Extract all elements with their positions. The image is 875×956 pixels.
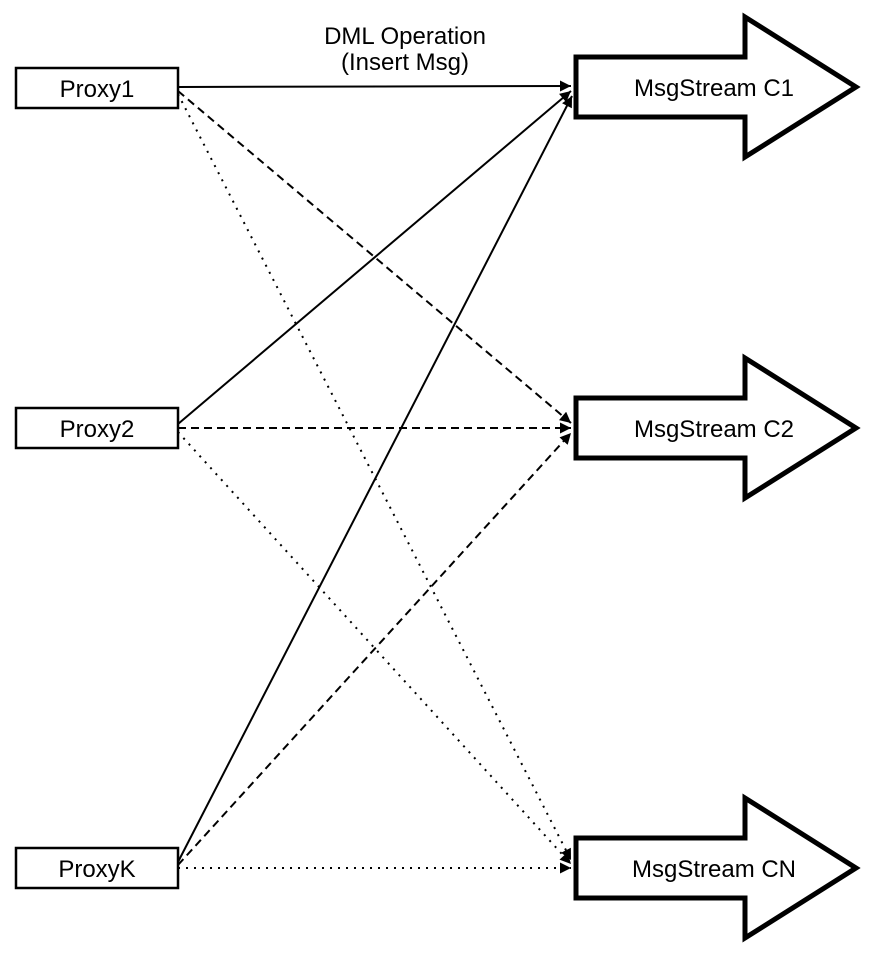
stream-node-cn: MsgStream CN [573, 793, 861, 943]
edge-proxy2-c1 [177, 90, 572, 425]
stream-node-c1: MsgStream C1 [573, 12, 861, 162]
proxy1-label: Proxy1 [60, 76, 135, 103]
proxy-node-proxyk: ProxyK [14, 846, 180, 890]
proxyk-box [14, 846, 180, 890]
cn-label: MsgStream CN [632, 856, 796, 883]
c2-arrow-shape [573, 353, 861, 503]
edge-proxy2-cn [177, 431, 572, 865]
edge-proxy1-c1 [177, 80, 572, 92]
proxy2-label: Proxy2 [60, 416, 135, 443]
cn-arrow-shape [573, 793, 861, 943]
proxy2-box [14, 406, 180, 450]
proxy-node-proxy2: Proxy2 [14, 406, 180, 450]
title-annotation: DML Operation (Insert Msg) [324, 23, 486, 76]
edge-proxyk-c2 [177, 432, 572, 866]
edges-layer [177, 80, 573, 874]
stream-node-c2: MsgStream C2 [573, 353, 861, 503]
title-line-1: DML Operation [324, 23, 486, 50]
c2-label: MsgStream C2 [634, 416, 794, 443]
c1-label: MsgStream C1 [634, 75, 794, 102]
edge-proxy1-c2 [177, 90, 572, 424]
title-line-2: (Insert Msg) [341, 49, 469, 76]
c1-arrow-shape [573, 12, 861, 162]
proxyk-label: ProxyK [58, 856, 135, 883]
proxy1-box [14, 66, 180, 110]
edge-proxy1-cn [177, 93, 572, 861]
proxy-node-proxy1: Proxy1 [14, 66, 180, 110]
